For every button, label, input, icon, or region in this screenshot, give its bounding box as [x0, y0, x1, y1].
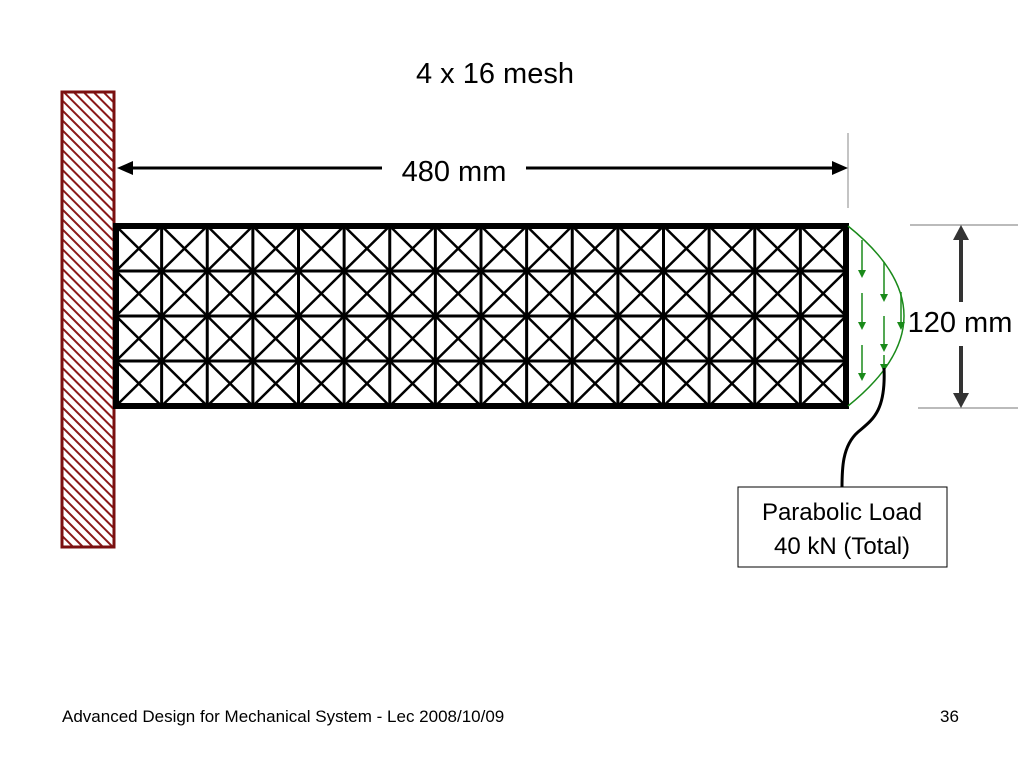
mesh-diagonal [115, 270, 163, 317]
load-arrow-head [858, 322, 866, 330]
mesh-diagonal [160, 315, 209, 362]
mesh-diagonal [251, 360, 300, 407]
mesh-diagonal [525, 270, 574, 317]
mesh-diagonal [480, 360, 528, 407]
mesh-diagonal [480, 270, 528, 317]
mesh-diagonal [480, 315, 528, 362]
mesh-diagonal [115, 360, 163, 407]
footer-text: Advanced Design for Mechanical System - … [62, 707, 505, 726]
height-label: 120 mm [908, 307, 1013, 339]
mesh-diagonal [297, 225, 346, 272]
mesh-diagonal [799, 225, 847, 272]
mesh-diagonal [708, 315, 756, 362]
page-number: 36 [940, 707, 959, 726]
mesh-diagonal [799, 360, 847, 407]
mesh-diagonal [343, 360, 391, 407]
leader-line [840, 367, 886, 489]
mesh-diagonal [434, 225, 482, 272]
mesh-diagonal [251, 270, 300, 317]
mesh-diagonal [753, 270, 802, 317]
load-label-line2: 40 kN (Total) [774, 533, 910, 560]
load-arrow-head [858, 373, 866, 381]
load-label-box: Parabolic Load 40 kN (Total) [737, 486, 948, 568]
mesh-diagonal [434, 315, 482, 362]
mesh-diagonal [297, 360, 346, 407]
height-dimension [910, 224, 1018, 409]
arrowhead-up [953, 225, 969, 240]
mesh-diagonal [343, 270, 391, 317]
mesh-diagonal [251, 225, 300, 272]
load-label-line1: Parabolic Load [762, 499, 922, 526]
mesh-diagonal [388, 270, 437, 317]
mesh-diagonal [206, 225, 254, 272]
mesh-diagonal [388, 360, 437, 407]
mesh-diagonal [571, 315, 619, 362]
mesh-diagonal [708, 270, 756, 317]
load-arrow-head [880, 294, 888, 302]
load-arrow-head [880, 344, 888, 352]
length-dimension: 480 mm [117, 133, 849, 208]
mesh-diagonal [434, 360, 482, 407]
mesh-diagonal [571, 360, 619, 407]
mesh-diagonal [115, 225, 163, 272]
mesh-diagonal [343, 315, 391, 362]
mesh-diagonal [388, 315, 437, 362]
mesh-diagonal [571, 225, 619, 272]
mesh-diagonal [251, 315, 300, 362]
mesh-diagonal [662, 225, 711, 272]
length-label: 480 mm [402, 156, 507, 188]
mesh-diagonal [160, 360, 209, 407]
mesh-diagonal [753, 315, 802, 362]
mesh-diagonal [206, 360, 254, 407]
mesh-diagonal [662, 360, 711, 407]
mesh-diagonal [525, 360, 574, 407]
mesh-diagonal [115, 315, 163, 362]
mesh-diagonal [708, 225, 756, 272]
mesh-diagonal [525, 315, 574, 362]
mesh-diagonal [662, 270, 711, 317]
mesh-diagonal [799, 315, 847, 362]
fixed-wall-support [60, 90, 116, 549]
mesh-diagonal [206, 270, 254, 317]
mesh-diagonal [571, 270, 619, 317]
parabolic-load [847, 225, 905, 407]
mesh-diagonal [616, 225, 665, 272]
mesh-diagonal [799, 270, 847, 317]
load-curve [847, 225, 905, 407]
mesh-border [113, 223, 849, 409]
mesh-diagonal [480, 225, 528, 272]
arrowhead-right [832, 161, 848, 175]
mesh-diagonal [616, 315, 665, 362]
mesh-diagonal [525, 225, 574, 272]
mesh-diagonal [616, 270, 665, 317]
mesh-diagonal [753, 225, 802, 272]
mesh-grid [113, 223, 849, 409]
arrowhead-down [953, 393, 969, 408]
load-arrow-head [897, 322, 905, 330]
mesh-diagonal [753, 360, 802, 407]
mesh-diagonal [434, 270, 482, 317]
mesh-diagonal [388, 225, 437, 272]
mesh-diagonal [297, 315, 346, 362]
load-arrow-head [858, 270, 866, 278]
mesh-diagonal [160, 225, 209, 272]
mesh-diagonal [160, 270, 209, 317]
diagram-title: 4 x 16 mesh [416, 58, 574, 90]
mesh-diagonal [206, 315, 254, 362]
mesh-diagonal [297, 270, 346, 317]
mesh-diagonal [616, 360, 665, 407]
mesh-diagonal [343, 225, 391, 272]
mesh-diagonal [662, 315, 711, 362]
mesh-diagonal [708, 360, 756, 407]
arrowhead-left [117, 161, 133, 175]
